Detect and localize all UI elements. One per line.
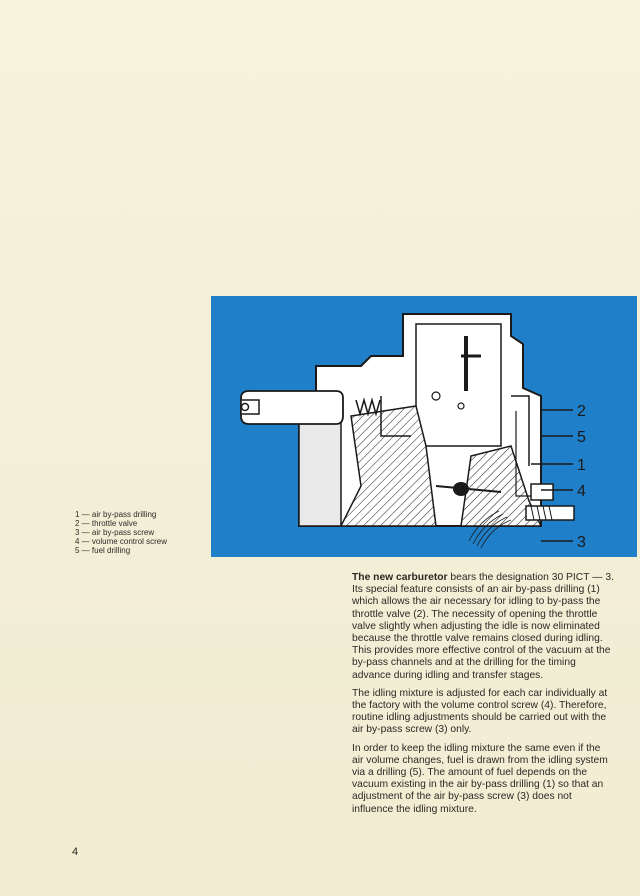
carburetor-cutaway-drawing: 2 5 1 4 3 — [240, 313, 586, 551]
legend-item: 2 — throttle valve — [75, 519, 138, 528]
callout-label: 3 — [577, 534, 586, 551]
volume-control-screw — [530, 483, 554, 501]
throttle-valve-plate — [435, 485, 502, 493]
paragraph: In order to keep the idling mixture the … — [352, 742, 608, 815]
legend-item: 1 — air by-pass drilling — [75, 510, 157, 519]
valve-spring — [355, 397, 381, 417]
fuel-passage — [380, 396, 411, 437]
callout-leaders — [531, 409, 573, 542]
legend-item: 4 — volume control screw — [75, 537, 168, 546]
float-bowl — [298, 415, 342, 527]
fuel-tubes — [468, 510, 512, 549]
legend-item: 5 — fuel drilling — [75, 546, 131, 555]
paragraph-text: bears the designation 30 PICT — 3. Its s… — [352, 572, 614, 681]
callout-label: 5 — [577, 429, 586, 446]
callout-label: 4 — [577, 483, 586, 500]
screw-thread — [530, 505, 553, 521]
jet-detail — [431, 391, 441, 401]
paragraph: The new carburetor bears the designation… — [352, 572, 614, 682]
hatched-section-left — [339, 405, 437, 527]
page-number: 4 — [72, 846, 79, 858]
lead-in: The new carburetor — [352, 572, 448, 583]
article-text: The new carburetor bears the designation… — [352, 572, 614, 822]
paragraph: The idling mixture is adjusted for each … — [352, 687, 608, 736]
air-horn — [415, 323, 502, 447]
callout-label: 2 — [577, 403, 586, 420]
bypass-channel — [515, 411, 531, 497]
terminal-screw — [240, 402, 250, 412]
jet-detail — [457, 402, 465, 410]
figure-legend: 1 — air by-pass drilling 2 — throttle va… — [75, 510, 215, 555]
callout-label: 1 — [577, 457, 586, 474]
cutoff-valve-housing — [240, 390, 344, 425]
air-passage — [511, 395, 530, 466]
legend-item: 3 — air by-pass screw — [75, 528, 155, 537]
carburetor-diagram: 2 5 1 4 3 — [211, 296, 637, 557]
